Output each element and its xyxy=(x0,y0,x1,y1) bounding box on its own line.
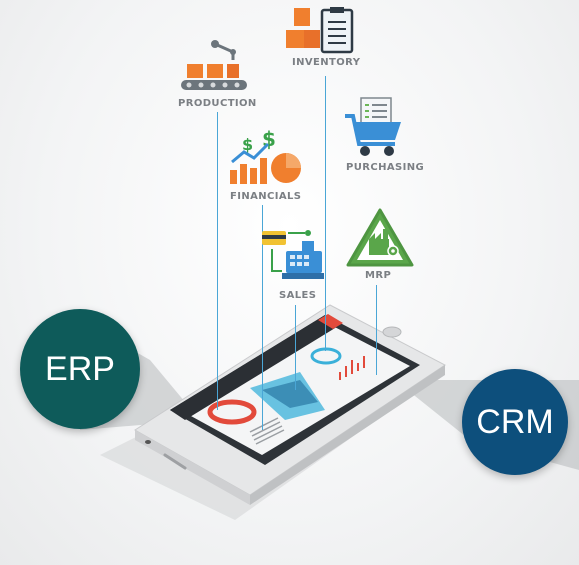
label-sales: SALES xyxy=(279,290,317,301)
crm-bubble: CRM xyxy=(462,369,568,475)
mrp-icon xyxy=(345,207,415,273)
label-financials: FINANCIALS xyxy=(230,191,302,202)
erp-bubble: ERP xyxy=(20,309,140,429)
label-mrp: MRP xyxy=(365,270,392,281)
connector-mrp xyxy=(376,285,377,375)
label-purchasing: PURCHASING xyxy=(346,162,425,173)
svg-text:$: $ xyxy=(242,135,253,154)
production-icon xyxy=(181,38,251,98)
connector-inventory xyxy=(325,76,326,351)
inventory-icon xyxy=(286,6,358,60)
financials-icon: $ $ xyxy=(228,127,304,190)
smartphone xyxy=(134,304,446,505)
connector-financials xyxy=(262,205,263,430)
sales-icon xyxy=(262,227,324,291)
erp-label: ERP xyxy=(45,349,115,388)
crm-label: CRM xyxy=(476,402,554,441)
label-inventory: INVENTORY xyxy=(292,57,361,68)
connector-production xyxy=(217,112,218,410)
purchasing-icon xyxy=(343,96,405,164)
connector-sales xyxy=(295,305,296,390)
label-production: PRODUCTION xyxy=(178,98,257,109)
